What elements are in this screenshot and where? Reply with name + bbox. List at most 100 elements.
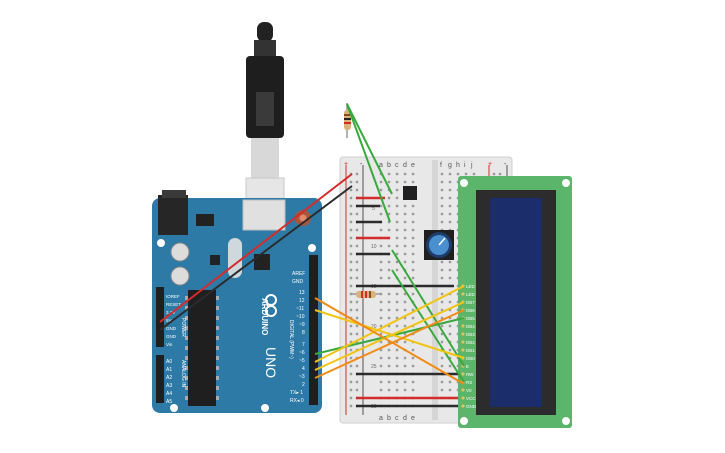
breadboard-hole[interactable] <box>355 300 359 304</box>
breadboard-hole[interactable] <box>411 220 415 224</box>
breadboard-hole[interactable] <box>349 252 353 256</box>
breadboard-hole[interactable] <box>411 292 415 296</box>
breadboard-hole[interactable] <box>387 340 391 344</box>
breadboard-hole[interactable] <box>349 404 353 408</box>
breadboard-hole[interactable] <box>379 356 383 360</box>
breadboard-hole[interactable] <box>403 292 407 296</box>
breadboard-hole[interactable] <box>387 196 391 200</box>
breadboard-hole[interactable] <box>379 332 383 336</box>
breadboard-hole[interactable] <box>379 324 383 328</box>
breadboard-hole[interactable] <box>448 180 452 184</box>
breadboard-hole[interactable] <box>349 220 353 224</box>
breadboard-hole[interactable] <box>440 204 444 208</box>
breadboard-hole[interactable] <box>448 220 452 224</box>
breadboard-hole[interactable] <box>379 212 383 216</box>
breadboard-hole[interactable] <box>387 260 391 264</box>
breadboard-hole[interactable] <box>448 308 452 312</box>
breadboard-hole[interactable] <box>349 388 353 392</box>
breadboard-hole[interactable] <box>379 340 383 344</box>
resistor-middle[interactable] <box>350 291 382 298</box>
breadboard-hole[interactable] <box>395 348 399 352</box>
breadboard-hole[interactable] <box>448 388 452 392</box>
breadboard-hole[interactable] <box>448 300 452 304</box>
breadboard-hole[interactable] <box>411 364 415 368</box>
breadboard-hole[interactable] <box>403 356 407 360</box>
breadboard-hole[interactable] <box>440 324 444 328</box>
breadboard-hole[interactable] <box>411 308 415 312</box>
breadboard-hole[interactable] <box>448 260 452 264</box>
breadboard-hole[interactable] <box>403 212 407 216</box>
breadboard-hole[interactable] <box>349 204 353 208</box>
breadboard-hole[interactable] <box>395 236 399 240</box>
breadboard-hole[interactable] <box>440 388 444 392</box>
breadboard-hole[interactable] <box>395 180 399 184</box>
breadboard-hole[interactable] <box>395 268 399 272</box>
breadboard-hole[interactable] <box>411 388 415 392</box>
breadboard-hole[interactable] <box>349 332 353 336</box>
breadboard-hole[interactable] <box>411 180 415 184</box>
breadboard-hole[interactable] <box>349 268 353 272</box>
breadboard-hole[interactable] <box>411 204 415 208</box>
breadboard-hole[interactable] <box>472 172 476 176</box>
breadboard-hole[interactable] <box>387 244 391 248</box>
breadboard-hole[interactable] <box>403 300 407 304</box>
breadboard-hole[interactable] <box>395 244 399 248</box>
breadboard-hole[interactable] <box>355 244 359 248</box>
ic-chip[interactable] <box>403 186 417 200</box>
breadboard-hole[interactable] <box>448 268 452 272</box>
breadboard-hole[interactable] <box>395 204 399 208</box>
breadboard-hole[interactable] <box>448 316 452 320</box>
breadboard-hole[interactable] <box>395 260 399 264</box>
breadboard-hole[interactable] <box>403 388 407 392</box>
breadboard-hole[interactable] <box>440 356 444 360</box>
breadboard-hole[interactable] <box>403 316 407 320</box>
breadboard-hole[interactable] <box>349 356 353 360</box>
breadboard-hole[interactable] <box>387 276 391 280</box>
breadboard-hole[interactable] <box>448 324 452 328</box>
breadboard-hole[interactable] <box>403 364 407 368</box>
breadboard-hole[interactable] <box>403 308 407 312</box>
breadboard-hole[interactable] <box>355 276 359 280</box>
breadboard-hole[interactable] <box>403 276 407 280</box>
breadboard-hole[interactable] <box>403 180 407 184</box>
breadboard-hole[interactable] <box>387 380 391 384</box>
breadboard-hole[interactable] <box>355 172 359 176</box>
breadboard-hole[interactable] <box>349 340 353 344</box>
breadboard-hole[interactable] <box>387 172 391 176</box>
breadboard-hole[interactable] <box>379 364 383 368</box>
breadboard-hole[interactable] <box>349 348 353 352</box>
breadboard-hole[interactable] <box>440 364 444 368</box>
usb-cable[interactable] <box>245 22 285 225</box>
breadboard-hole[interactable] <box>411 228 415 232</box>
breadboard-hole[interactable] <box>440 300 444 304</box>
breadboard-hole[interactable] <box>411 260 415 264</box>
breadboard-hole[interactable] <box>403 204 407 208</box>
breadboard-hole[interactable] <box>498 172 502 176</box>
breadboard-hole[interactable] <box>379 388 383 392</box>
breadboard-hole[interactable] <box>403 340 407 344</box>
breadboard-hole[interactable] <box>440 268 444 272</box>
breadboard-hole[interactable] <box>395 388 399 392</box>
breadboard-hole[interactable] <box>456 172 460 176</box>
breadboard-hole[interactable] <box>440 196 444 200</box>
breadboard-hole[interactable] <box>448 212 452 216</box>
breadboard-hole[interactable] <box>355 180 359 184</box>
breadboard-hole[interactable] <box>440 340 444 344</box>
breadboard-hole[interactable] <box>411 212 415 216</box>
breadboard-hole[interactable] <box>387 268 391 272</box>
breadboard-hole[interactable] <box>355 308 359 312</box>
breadboard-hole[interactable] <box>395 316 399 320</box>
potentiometer[interactable] <box>424 230 454 260</box>
breadboard-hole[interactable] <box>403 380 407 384</box>
breadboard-hole[interactable] <box>349 372 353 376</box>
breadboard-hole[interactable] <box>379 204 383 208</box>
breadboard-hole[interactable] <box>349 180 353 184</box>
breadboard-hole[interactable] <box>349 324 353 328</box>
breadboard-hole[interactable] <box>387 212 391 216</box>
breadboard-hole[interactable] <box>349 188 353 192</box>
lcd-module[interactable]: LED LED DB7 DB6 DB5 DB4 DB3 DB2 DB1 DB0 … <box>458 176 572 428</box>
breadboard-hole[interactable] <box>349 396 353 400</box>
breadboard-hole[interactable] <box>448 196 452 200</box>
breadboard-hole[interactable] <box>403 324 407 328</box>
breadboard-hole[interactable] <box>395 212 399 216</box>
